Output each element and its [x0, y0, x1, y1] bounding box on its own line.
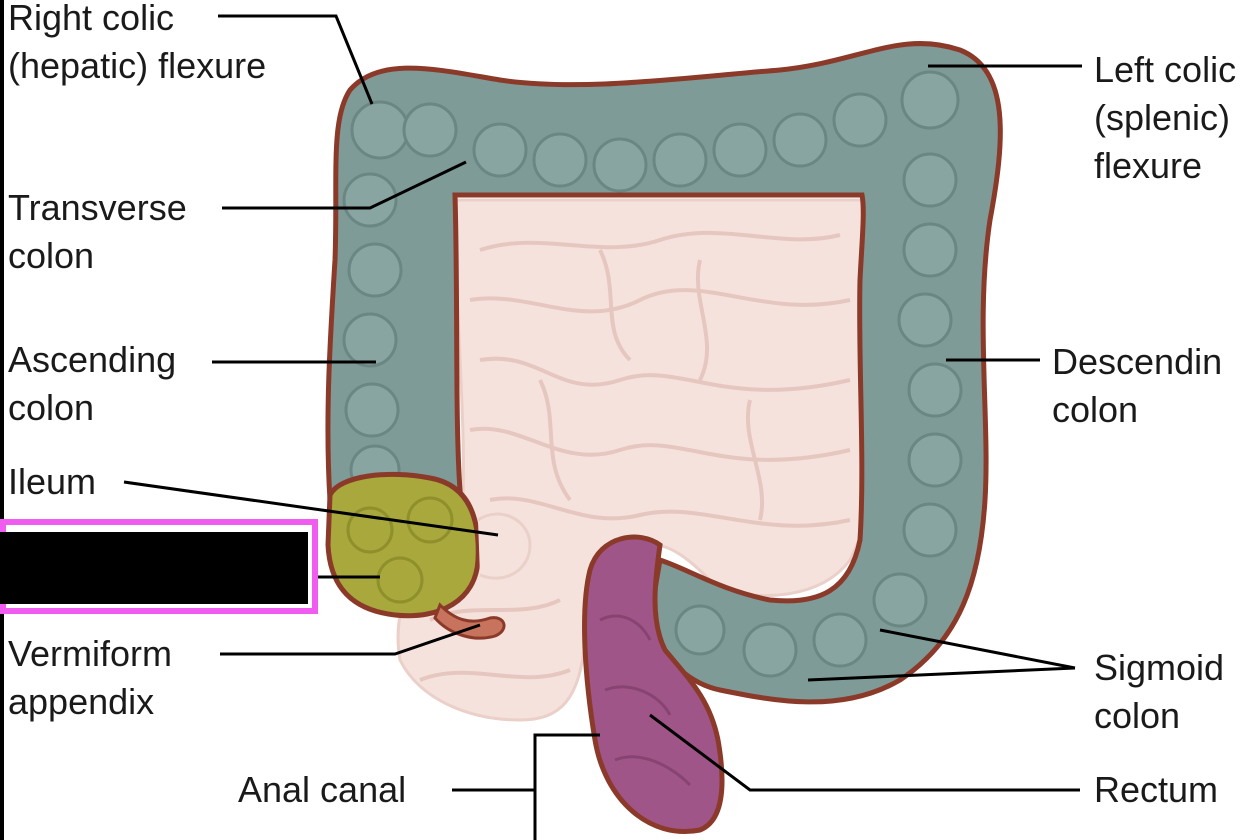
label-right-colic-flexure: Right colic (hepatic) flexure: [8, 0, 266, 90]
cecum: [325, 471, 481, 619]
label-line: colon: [8, 387, 95, 428]
label-line: flexure: [1094, 145, 1203, 186]
colon-haustra: [342, 70, 963, 678]
label-anal-canal: Anal canal: [238, 766, 406, 814]
label-ileum: Ileum: [8, 458, 96, 506]
label-line: Right colic: [8, 0, 175, 38]
leader-sigmoid-1: [879, 628, 1076, 670]
intestine-coils: [419, 230, 851, 682]
label-transverse-colon: Transverse colon: [8, 184, 187, 280]
label-line: appendix: [8, 681, 155, 722]
label-line: colon: [1052, 389, 1139, 430]
label-line: Anal canal: [238, 769, 407, 810]
leader-anal-bracket: [533, 733, 600, 840]
label-rectum: Rectum: [1094, 766, 1218, 814]
leader-ileum: [123, 480, 499, 537]
cecum-folds: [346, 496, 454, 604]
ileum: [477, 512, 532, 580]
label-line: (splenic): [1094, 97, 1231, 138]
label-line: Rectum: [1094, 769, 1219, 810]
label-left-colic-flexure: Left colic (splenic) flexure: [1094, 46, 1236, 190]
label-line: Sigmoid: [1094, 647, 1225, 688]
label-line: Vermiform: [8, 633, 173, 674]
label-descending-colon: Descendin colon: [1052, 338, 1222, 434]
leader-sigmoid-2: [807, 666, 1076, 682]
leader-transverse: [222, 160, 467, 210]
label-line: Left colic: [1094, 49, 1237, 90]
label-sigmoid-colon: Sigmoid colon: [1094, 644, 1224, 740]
redacted-label-cecum: [0, 532, 308, 604]
label-ascending-colon: Ascending colon: [8, 336, 176, 432]
label-line: colon: [8, 235, 95, 276]
label-vermiform-appendix: Vermiform appendix: [8, 630, 172, 726]
label-line: Descendin: [1052, 341, 1223, 382]
label-line: (hepatic) flexure: [8, 45, 267, 86]
label-line: colon: [1094, 695, 1181, 736]
label-line: Ascending: [8, 339, 177, 380]
leader-lines: [123, 14, 1082, 840]
leader-appendix: [220, 623, 481, 656]
label-line: Transverse: [8, 187, 187, 228]
label-line: Ileum: [8, 461, 97, 502]
rectum-folds: [599, 614, 692, 787]
leader-rectum: [649, 713, 1080, 792]
left-border: [0, 0, 4, 840]
leader-right-colic: [218, 14, 374, 105]
